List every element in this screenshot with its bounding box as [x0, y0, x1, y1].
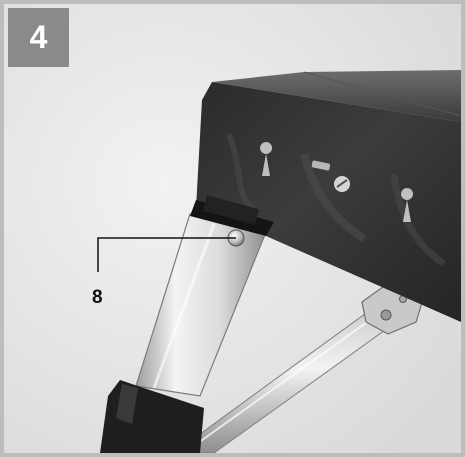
step-number-badge: 4: [8, 8, 69, 67]
callout-leader: [97, 237, 236, 272]
workbench-leg-photo: [4, 4, 461, 453]
callout-label: 8: [92, 287, 103, 308]
worktop-top: [212, 70, 461, 122]
